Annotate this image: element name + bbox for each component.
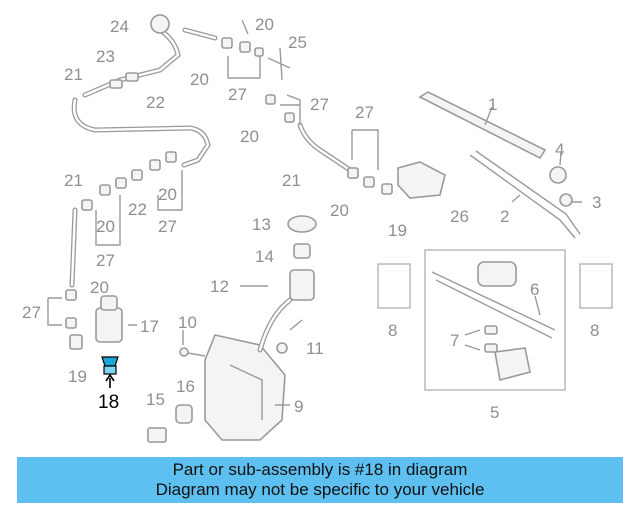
wiper-linkage (377, 249, 613, 391)
info-banner: Part or sub-assembly is #18 in diagram D… (17, 457, 623, 503)
label-12: 12 (210, 277, 229, 296)
label-11: 11 (306, 339, 324, 358)
label-24: 24 (110, 17, 129, 36)
label-14: 14 (255, 247, 274, 266)
hose-connectors (65, 14, 393, 350)
washer-reservoir (204, 215, 317, 441)
label-21: 21 (64, 171, 83, 190)
label-13: 13 (252, 215, 271, 234)
washer-nozzle (397, 161, 446, 199)
label-1: 1 (488, 95, 497, 114)
label-2: 2 (500, 207, 509, 226)
washer-pump (95, 295, 123, 343)
banner-line-2: Diagram may not be specific to your vehi… (155, 480, 485, 499)
label-20: 20 (240, 127, 259, 146)
label-20: 20 (255, 15, 274, 34)
callout-lines (47, 19, 582, 406)
misc-fasteners (147, 285, 268, 443)
label-19: 19 (388, 221, 407, 240)
label-19: 19 (68, 367, 87, 386)
washer-hoses (69, 27, 353, 288)
label-20: 20 (330, 201, 349, 220)
label-10: 10 (178, 313, 197, 332)
label-27: 27 (310, 95, 329, 114)
label-20: 20 (190, 70, 209, 89)
label-20: 20 (158, 185, 177, 204)
label-4: 4 (555, 140, 564, 159)
label-3: 3 (592, 193, 601, 212)
label-8: 8 (590, 321, 599, 340)
label-20: 20 (96, 217, 115, 236)
label-27: 27 (96, 251, 115, 270)
label-25: 25 (288, 33, 307, 52)
wiper-assembly (418, 91, 581, 239)
label-18-highlighted: 18 (98, 392, 119, 413)
label-27: 27 (158, 217, 177, 236)
label-27: 27 (228, 85, 247, 104)
label-16: 16 (176, 377, 195, 396)
label-5: 5 (490, 403, 499, 422)
label-9: 9 (294, 397, 303, 416)
label-26: 26 (450, 207, 469, 226)
banner-line-1: Part or sub-assembly is #18 in diagram (172, 460, 468, 479)
label-15: 15 (146, 390, 165, 409)
label-27: 27 (22, 303, 41, 322)
label-21: 21 (64, 65, 83, 84)
label-8: 8 (388, 321, 397, 340)
label-7: 7 (450, 331, 459, 350)
label-20: 20 (90, 278, 109, 297)
label-22: 22 (146, 93, 165, 112)
label-21: 21 (282, 171, 301, 190)
part-labels: 24 20 25 23 21 22 27 27 20 20 27 21 20 1… (22, 15, 601, 422)
label-22: 22 (128, 200, 147, 219)
label-17: 17 (140, 317, 159, 336)
label-27: 27 (355, 103, 374, 122)
pump-grommet-18 (101, 356, 119, 388)
label-6: 6 (530, 280, 539, 299)
label-23: 23 (96, 47, 115, 66)
